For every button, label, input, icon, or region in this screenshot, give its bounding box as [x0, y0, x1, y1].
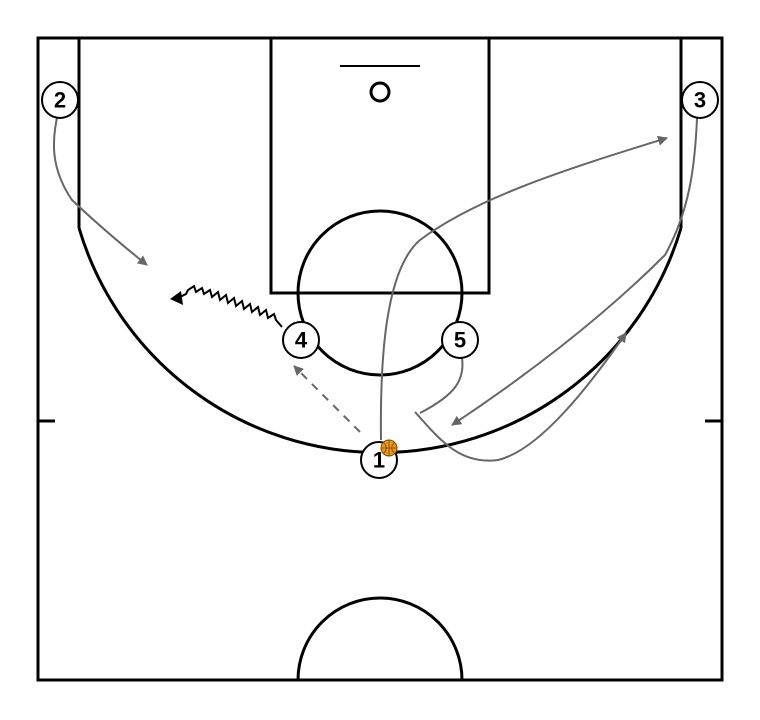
court-boundary: [36, 36, 724, 682]
dribble-path-player-4: [177, 284, 283, 328]
roll-arrow-player-5: [414, 332, 627, 462]
player-3-label: 3: [694, 88, 706, 113]
screen-path-player-5: [419, 357, 464, 414]
basketball-icon: [380, 439, 398, 457]
player-2-marker: [41, 81, 79, 119]
player-4-label: 4: [295, 328, 308, 353]
center-circle: [296, 596, 464, 681]
player-1: 1: [360, 441, 398, 479]
player-5-label: 5: [454, 328, 466, 353]
cut-arrow-player-3: [451, 117, 698, 426]
rim: [369, 81, 391, 103]
player-4: 4: [282, 321, 320, 359]
player-1-label: 1: [373, 448, 385, 473]
cut-arrow-player-2: [52, 117, 148, 266]
player-2: 2: [41, 81, 79, 119]
paint: [269, 36, 491, 295]
cut-arrow-player-1: [379, 135, 668, 441]
pass-arrow-1-to-4: [293, 365, 361, 433]
player-2-label: 2: [54, 88, 66, 113]
player-5: 5: [441, 321, 479, 359]
player-5-marker: [441, 321, 479, 359]
free-throw-circle: [296, 209, 464, 377]
dribble-arrowhead: [170, 291, 183, 305]
player-3-marker: [681, 81, 719, 119]
player-4-marker: [282, 321, 320, 359]
player-3: 3: [681, 81, 719, 119]
